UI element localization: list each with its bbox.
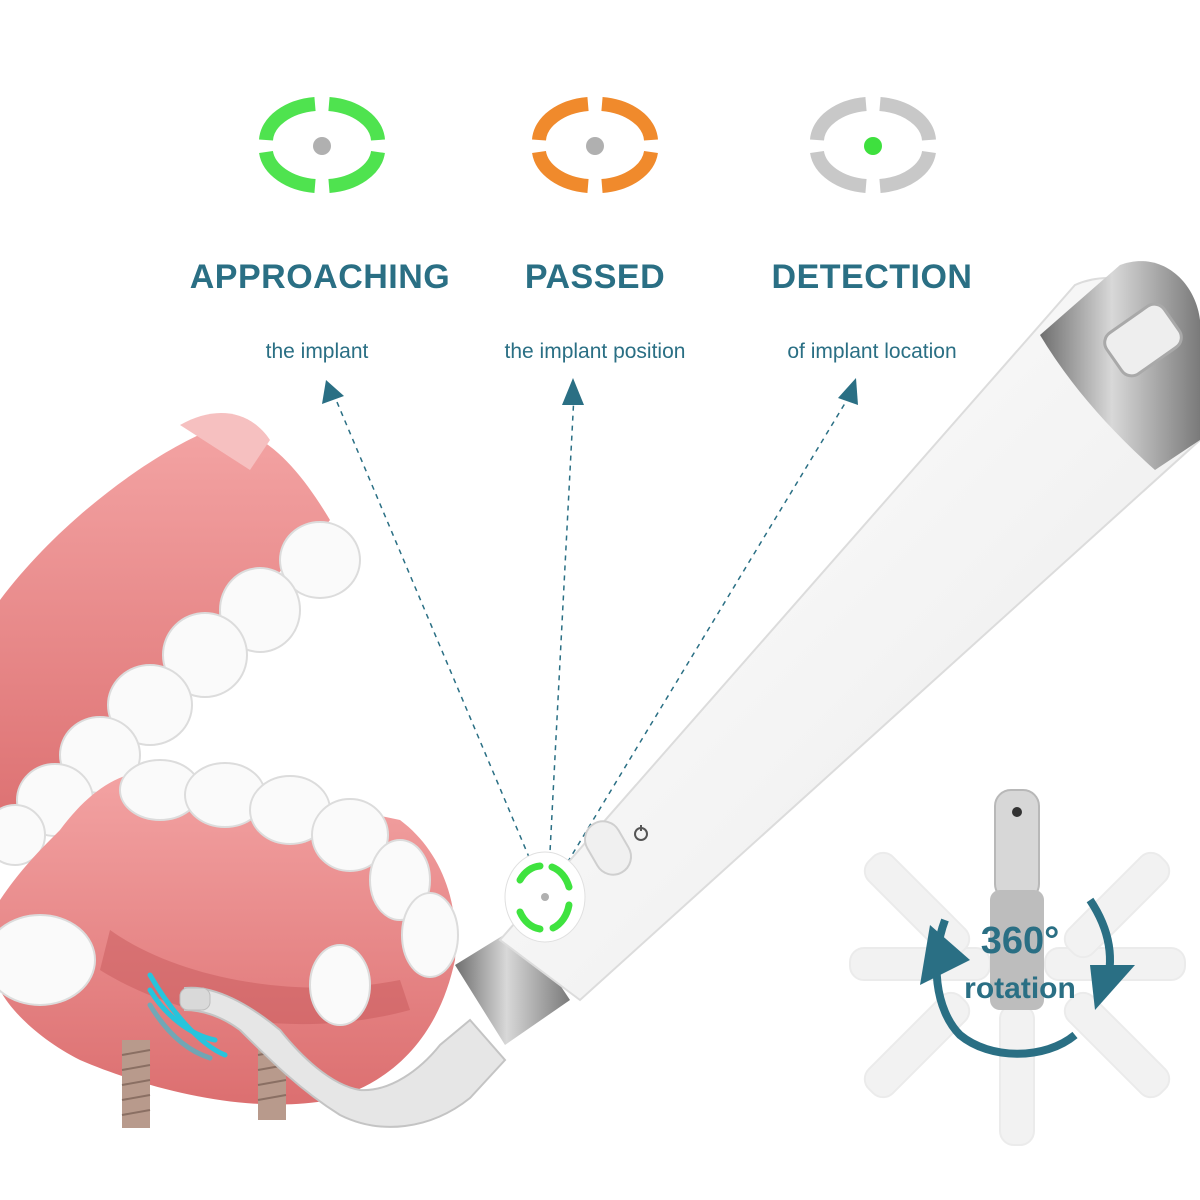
rotation-label: rotation	[964, 972, 1076, 1005]
detection-title: DETECTION	[771, 258, 973, 296]
lower-teeth	[0, 759, 459, 1026]
approaching-subtitle: the implant	[265, 340, 369, 363]
approaching-indicator	[252, 95, 392, 195]
passed-subtitle: the implant position	[504, 340, 686, 363]
passed-title: PASSED	[524, 258, 666, 296]
passed-indicator	[525, 95, 665, 195]
device-led-indicator	[504, 851, 586, 943]
green-ring-gray-dot-icon	[259, 97, 385, 193]
detection-subtitle: of implant location	[787, 340, 957, 363]
gray-ring-green-dot-icon	[810, 97, 936, 193]
metal-band	[455, 925, 570, 1045]
locator-device	[179, 261, 1200, 1128]
detection-indicator	[803, 95, 943, 195]
usb-port-icon	[1103, 302, 1183, 378]
orange-ring-gray-dot-icon	[532, 97, 658, 193]
probe-tip	[184, 986, 507, 1128]
power-icon	[634, 825, 648, 841]
wave-signal-icon	[147, 972, 228, 1061]
rotation-value: 360°	[980, 920, 1060, 962]
guide-lines	[333, 394, 851, 896]
dental-model	[0, 413, 459, 1128]
arrow-heads	[322, 378, 858, 405]
upper-teeth	[0, 521, 361, 866]
side-button[interactable]	[578, 815, 637, 881]
approaching-title: APPROACHING	[189, 258, 451, 296]
rotation-graphic	[849, 789, 1186, 1146]
